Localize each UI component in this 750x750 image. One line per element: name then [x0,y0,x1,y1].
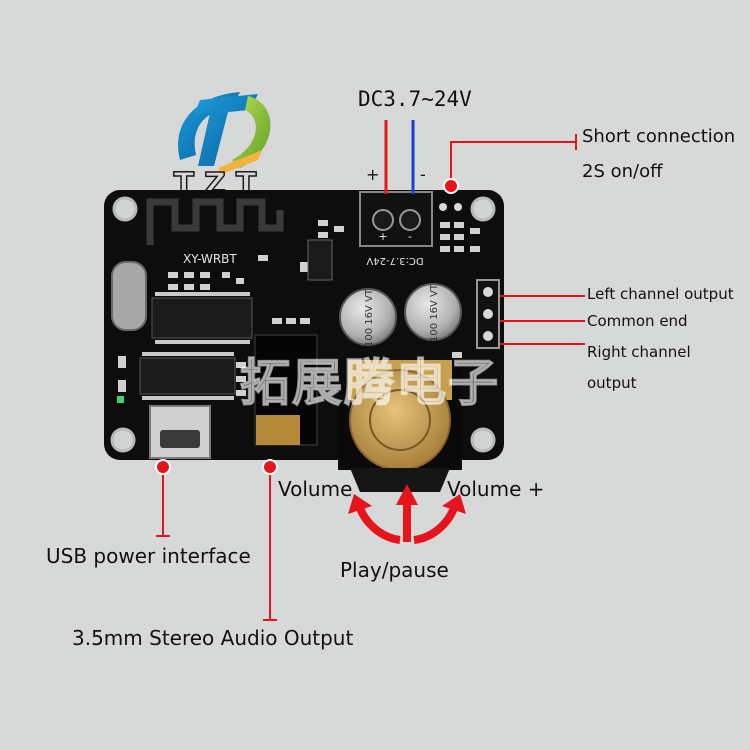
micro-usb-port [149,405,211,459]
switch-pad-1 [439,203,447,211]
bt-antenna-trace [146,198,284,245]
status-led [117,396,124,403]
amp-chip [139,357,236,395]
callout-lines [156,134,585,621]
watermark-text: 拓展腾电子 [240,354,500,412]
mount-hole-bl [110,427,136,453]
terminal-minus-silk: - [408,230,412,243]
play-pause-label: Play/pause [340,558,449,582]
capacitor-left: 100 16V VT [339,288,397,347]
pin-row-2 [155,340,250,344]
audio-jack-gold [256,415,300,445]
header-pin-left [483,287,493,297]
mount-hole-tl [112,196,138,222]
switch-pad-2 [454,203,462,211]
power-plus-label: + [366,165,379,184]
terminal-screw-right [399,209,421,231]
power-minus-label: - [420,165,426,184]
volume-down-label: Volume - [278,477,366,501]
svg-text:100 16V VT: 100 16V VT [364,288,375,347]
pin-row-4 [142,396,234,400]
regulator-chip [307,239,333,281]
svg-text:100 16V VT: 100 16V VT [429,283,440,342]
encoder-direction-arrows [348,484,466,544]
pcb-board: XY-WRBT DC:3.7-24V [104,190,504,492]
crystal-oscillator [111,261,147,331]
pin-row-1 [155,292,250,296]
pin-row-3 [142,352,234,356]
tzt-logo: TZT [173,92,271,203]
terminal-screw-left [372,209,394,231]
logo-teal-bar [194,94,258,166]
mount-hole-br [470,427,496,453]
mount-hole-tr [470,196,496,222]
header-pin-common [483,309,493,319]
audio-output-label: 3.5mm Stereo Audio Output [72,626,353,650]
short-connection-label: Short connection [582,126,735,147]
rotary-encoder [338,360,462,492]
silk-model-text: XY-WRBT [183,252,237,266]
main-chip [151,297,253,339]
callout-dots [155,178,459,475]
volume-up-label: Volume + [447,477,545,501]
terminal-plus-silk: + [378,230,387,243]
left-channel-label: Left channel output [587,285,734,303]
callout-short-connection [450,141,576,183]
logo-green-swoosh [232,96,271,168]
logo-gold-accent [218,150,262,174]
on-off-label: 2S on/off [582,161,663,182]
common-end-label: Common end [587,312,688,330]
right-channel-label-2: output [587,374,637,392]
silk-voltage-text: DC:3.7-24V [366,255,423,266]
dc-power-terminal [359,191,433,247]
capacitor-right: 100 16V VT [404,283,462,342]
micro-usb-opening [160,430,200,448]
header-pin-right [483,331,493,341]
usb-power-label: USB power interface [46,544,251,568]
power-input-label: DC3.7~24V [358,87,472,111]
smd-components [118,220,480,396]
right-channel-label: Right channel [587,343,691,361]
